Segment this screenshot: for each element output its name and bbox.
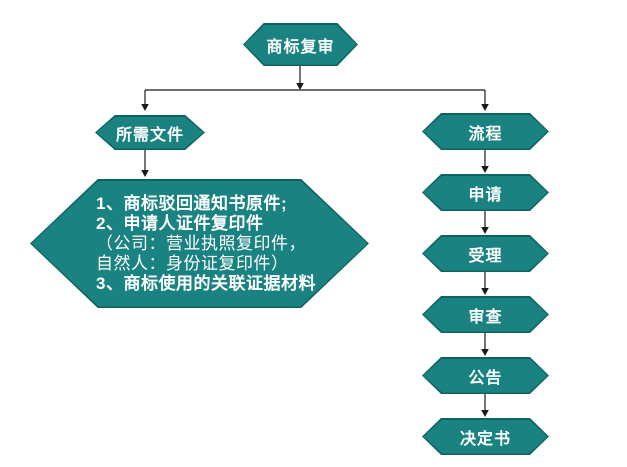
requirement-line: （公司：营业执照复印件， xyxy=(96,233,306,253)
requirement-line: 3、商标使用的关联证据材料 xyxy=(96,273,316,293)
hexagon-fill xyxy=(423,358,548,393)
hexagon-fill xyxy=(423,114,548,149)
hexagon-fill xyxy=(423,419,548,454)
node-step-examination-label: 审查 xyxy=(468,308,503,326)
requirement-line: 自然人：身份证复印件） xyxy=(96,253,289,273)
hexagon-fill xyxy=(96,116,204,149)
requirement-line: 2、申请人证件复印件 xyxy=(96,213,264,233)
arrowhead-apply-accept xyxy=(481,227,489,234)
hexagon-fill xyxy=(423,236,548,271)
documents-detail-text: 1、商标驳回通知书原件; 2、申请人证件复印件 （公司：营业执照复印件， 自然人… xyxy=(96,179,316,308)
arrowhead-announce-decision xyxy=(481,410,489,417)
node-documents-detail: 1、商标驳回通知书原件; 2、申请人证件复印件 （公司：营业执照复印件， 自然人… xyxy=(30,179,369,308)
node-step-publication: 公告 xyxy=(422,357,549,394)
node-trademark-review: 商标复审 xyxy=(243,23,358,66)
node-step-application: 申请 xyxy=(422,174,549,211)
hexagon-fill xyxy=(423,297,548,332)
arrowhead-root xyxy=(296,83,304,90)
node-step-acceptance-label: 受理 xyxy=(468,247,503,265)
hexagon-fill xyxy=(244,24,357,65)
node-required-documents-label: 所需文件 xyxy=(115,126,184,144)
arrowhead-right-drop xyxy=(481,104,489,111)
node-process: 流程 xyxy=(422,113,549,150)
hexagon-fill xyxy=(31,180,368,307)
arrowhead-left-drop xyxy=(141,104,149,111)
node-step-publication-label: 公告 xyxy=(468,369,503,387)
arrowhead-accept-examine xyxy=(481,288,489,295)
hexagon-fill xyxy=(423,175,548,210)
node-step-examination: 审查 xyxy=(422,296,549,333)
arrowhead-examine-announce xyxy=(481,349,489,356)
arrowhead-docs-detail xyxy=(141,170,149,177)
node-step-application-label: 申请 xyxy=(468,186,503,204)
node-step-decision: 决定书 xyxy=(422,418,549,455)
node-step-acceptance: 受理 xyxy=(422,235,549,272)
node-trademark-review-label: 商标复审 xyxy=(266,38,335,56)
requirement-line: 1、商标驳回通知书原件; xyxy=(96,193,288,213)
node-required-documents: 所需文件 xyxy=(95,115,205,150)
node-process-label: 流程 xyxy=(468,125,503,143)
arrowhead-process-apply xyxy=(481,166,489,173)
node-step-decision-label: 决定书 xyxy=(459,430,511,448)
